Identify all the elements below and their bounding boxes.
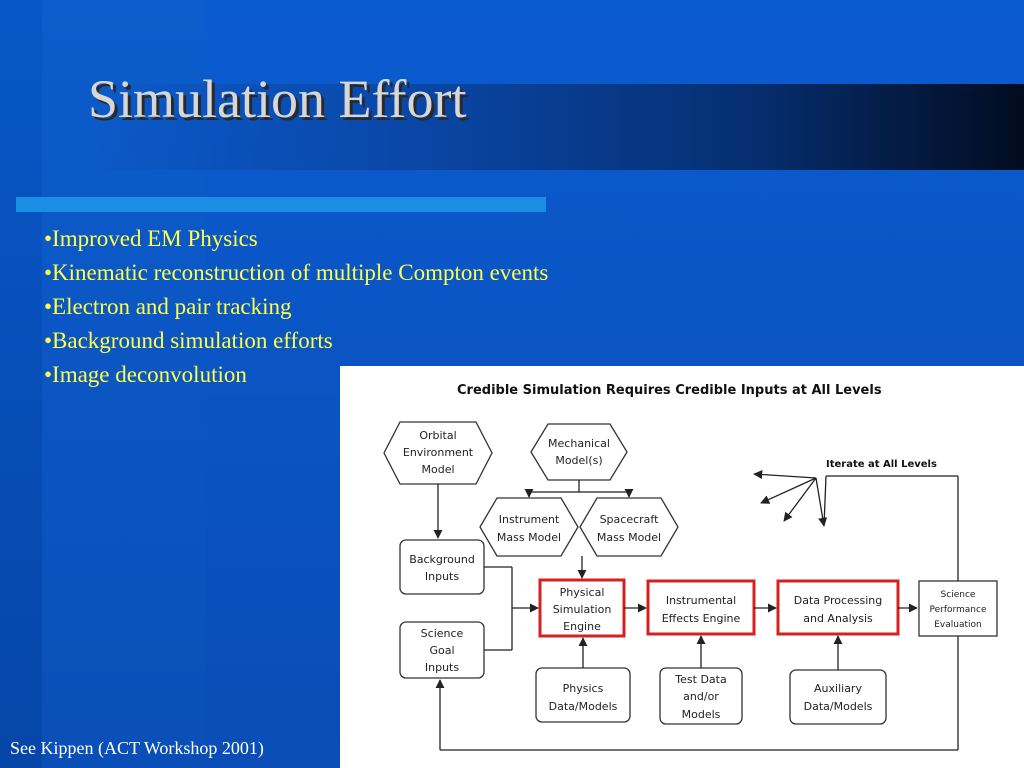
bullet-list: •Improved EM Physics •Kinematic reconstr… <box>44 222 548 392</box>
bullet-item: •Electron and pair tracking <box>44 294 292 319</box>
node-label-line: Science <box>941 590 976 600</box>
node-label-line: Model <box>421 463 454 476</box>
node-label-line: Models <box>682 708 721 721</box>
node-label-line: Goal <box>429 644 454 657</box>
node-label-line: Instrumental <box>666 594 736 607</box>
science-performance-evaluation-node: Science Performance Evaluation <box>918 580 998 637</box>
citation-footer: See Kippen (ACT Workshop 2001) <box>10 738 264 758</box>
node-label-line: Science <box>421 627 464 640</box>
node-label-line: Mechanical <box>548 437 610 450</box>
node-label-line: Data Processing <box>794 594 883 607</box>
test-data-models-node: Test Data and/or Models <box>659 667 743 725</box>
title-gradient-band <box>84 84 1024 170</box>
node-label-line: Data/Models <box>804 700 873 713</box>
node-label-line: Inputs <box>425 570 459 583</box>
node-label-line: Evaluation <box>934 620 982 630</box>
instrumental-effects-engine-node: Instrumental Effects Engine <box>646 579 756 636</box>
mechanical-models-node: Mechanical Model(s) <box>530 423 628 481</box>
spacecraft-mass-model-node: Spacecraft Mass Model <box>579 497 679 557</box>
instrument-mass-model-node: Instrument Mass Model <box>479 497 579 557</box>
node-label-line: Engine <box>563 620 601 633</box>
node-label-line: Mass Model <box>597 531 661 544</box>
background-stripe-left <box>0 0 42 768</box>
node-label-line: Physics <box>563 682 604 695</box>
node-label-line: Effects Engine <box>662 612 741 625</box>
node-label-line: Test Data <box>674 673 726 686</box>
bullet-item: •Improved EM Physics <box>44 226 258 251</box>
simulation-flow-diagram: Credible Simulation Requires Credible In… <box>340 366 1024 768</box>
node-label-line: Instrument <box>499 513 560 526</box>
physics-data-models-node: Physics Data/Models <box>535 667 631 723</box>
science-goal-inputs-node: Science Goal Inputs <box>399 621 485 679</box>
physical-simulation-engine-node: Physical Simulation Engine <box>538 578 626 638</box>
node-label-line: and/or <box>683 690 719 703</box>
node-label-line: Spacecraft <box>600 513 660 526</box>
orbital-environment-model-node: Orbital Environment Model <box>383 421 493 485</box>
diagram-title: Credible Simulation Requires Credible In… <box>457 383 882 398</box>
node-label-line: and Analysis <box>803 612 873 625</box>
node-label-line: Simulation <box>553 603 612 616</box>
node-label-line: Background <box>409 553 475 566</box>
node-label-line: Physical <box>560 586 605 599</box>
node-label-line: Performance <box>929 605 986 615</box>
node-label-line: Mass Model <box>497 531 561 544</box>
node-label-line: Data/Models <box>549 700 618 713</box>
data-processing-analysis-node: Data Processing and Analysis <box>776 579 900 636</box>
node-label-line: Model(s) <box>555 454 602 467</box>
accent-bar <box>16 197 546 212</box>
node-label-line: Environment <box>403 446 474 459</box>
auxiliary-data-models-node: Auxiliary Data/Models <box>789 669 887 725</box>
node-label-line: Orbital <box>419 429 456 442</box>
iterate-label: Iterate at All Levels <box>826 459 937 470</box>
bullet-item: •Background simulation efforts <box>44 328 333 353</box>
node-label-line: Auxiliary <box>814 682 862 695</box>
slide-title: Simulation Effort <box>88 69 467 129</box>
bullet-item: •Image deconvolution <box>44 362 247 387</box>
node-label-line: Inputs <box>425 661 459 674</box>
background-inputs-node: Background Inputs <box>399 539 485 595</box>
bullet-item: •Kinematic reconstruction of multiple Co… <box>44 260 549 285</box>
diagram-connectors <box>433 469 959 751</box>
